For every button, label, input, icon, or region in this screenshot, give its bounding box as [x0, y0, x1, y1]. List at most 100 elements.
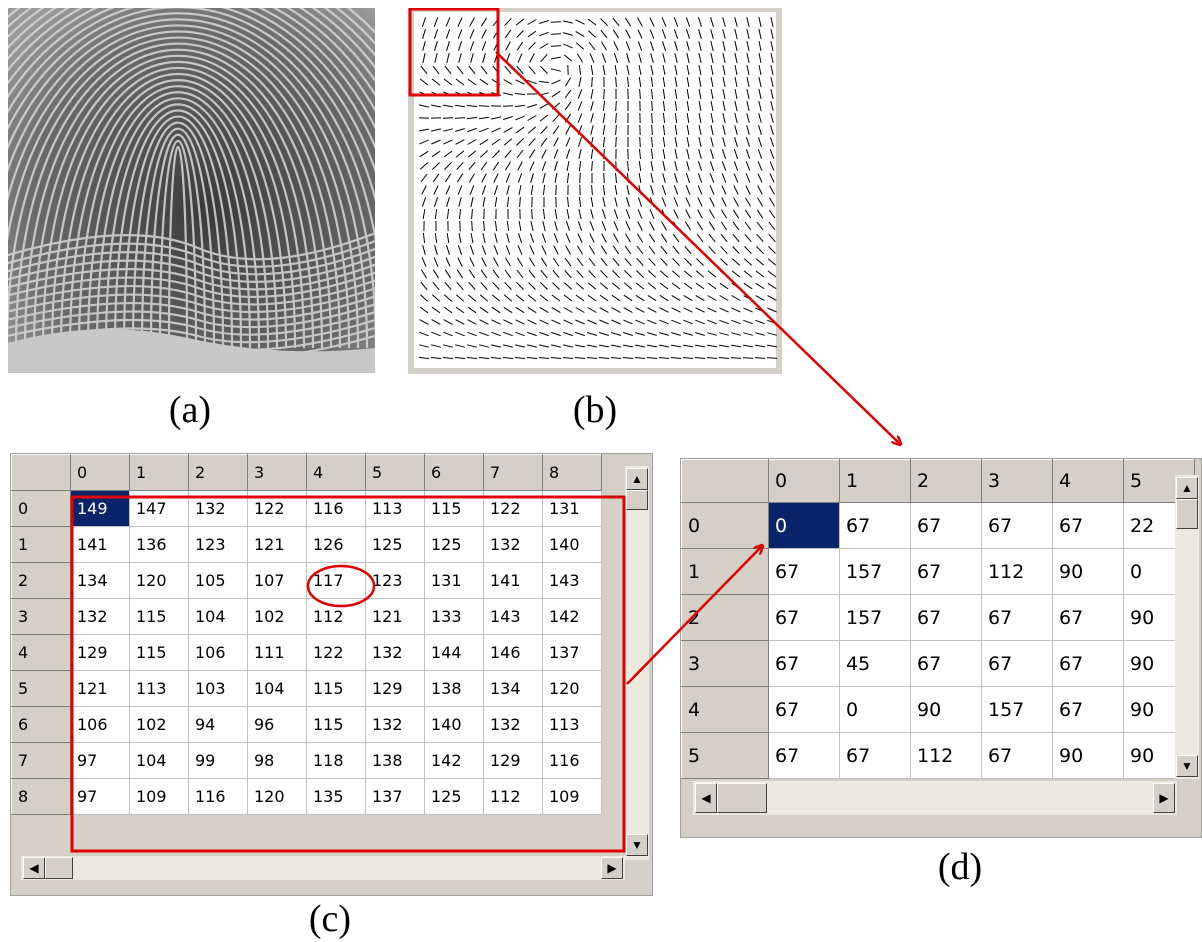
grid-cell[interactable]: 132: [483, 526, 543, 563]
grid-cell[interactable]: 67: [910, 594, 982, 641]
grid-cell[interactable]: 120: [247, 778, 307, 815]
grid-cell[interactable]: 144: [424, 634, 484, 671]
grid-cell[interactable]: 147: [129, 490, 189, 527]
row-header[interactable]: 4: [11, 634, 71, 671]
scroll-up-arrow-icon[interactable]: ▲: [1176, 477, 1198, 499]
grid-cell[interactable]: 141: [483, 562, 543, 599]
grid-cell[interactable]: 96: [247, 706, 307, 743]
grid-cell[interactable]: 121: [365, 598, 425, 635]
grid-cell[interactable]: 112: [306, 598, 366, 635]
grid-cell[interactable]: 97: [70, 778, 130, 815]
column-header[interactable]: 4: [1052, 459, 1124, 503]
grid-cell[interactable]: 113: [365, 490, 425, 527]
grid-cell[interactable]: 67: [981, 594, 1053, 641]
grid-cell[interactable]: 138: [424, 670, 484, 707]
grid-cell[interactable]: 113: [542, 706, 602, 743]
grid-cell[interactable]: 67: [1052, 502, 1124, 549]
grid-cell[interactable]: 115: [306, 670, 366, 707]
grid-cell[interactable]: 132: [188, 490, 248, 527]
grid-cell[interactable]: 67: [839, 732, 911, 779]
grid-cell[interactable]: 133: [424, 598, 484, 635]
grid-cell[interactable]: 134: [483, 670, 543, 707]
grid-cell[interactable]: 99: [188, 742, 248, 779]
row-header[interactable]: 6: [11, 706, 71, 743]
row-header[interactable]: 1: [11, 526, 71, 563]
grid-cell[interactable]: 67: [910, 502, 982, 549]
grid-cell[interactable]: 121: [70, 670, 130, 707]
column-header[interactable]: 1: [129, 454, 189, 491]
scroll-right-arrow-icon[interactable]: ▶: [601, 857, 623, 879]
grid-cell[interactable]: 90: [1052, 732, 1124, 779]
scrollbar-thumb[interactable]: [1176, 499, 1198, 529]
horizontal-scrollbar[interactable]: ◀ ▶: [693, 781, 1177, 815]
grid-cell[interactable]: 67: [981, 502, 1053, 549]
row-header[interactable]: 3: [11, 598, 71, 635]
grid-cell[interactable]: 107: [247, 562, 307, 599]
grid-cell[interactable]: 120: [129, 562, 189, 599]
grid-cell[interactable]: 67: [1052, 686, 1124, 733]
scroll-down-arrow-icon[interactable]: ▼: [626, 834, 648, 856]
grid-cell[interactable]: 118: [306, 742, 366, 779]
column-header[interactable]: 7: [483, 454, 543, 491]
grid-cell[interactable]: 116: [188, 778, 248, 815]
grid-cell[interactable]: 138: [365, 742, 425, 779]
column-header[interactable]: 0: [70, 454, 130, 491]
column-header[interactable]: 4: [306, 454, 366, 491]
row-header[interactable]: 3: [681, 640, 769, 687]
row-header[interactable]: 1: [681, 548, 769, 595]
grid-cell[interactable]: 149: [70, 490, 130, 527]
grid-cell[interactable]: 157: [839, 548, 911, 595]
grid-cell[interactable]: 140: [542, 526, 602, 563]
grid-cell[interactable]: 103: [188, 670, 248, 707]
column-header[interactable]: 6: [424, 454, 484, 491]
grid-cell[interactable]: 109: [129, 778, 189, 815]
grid-cell[interactable]: 67: [910, 548, 982, 595]
grid-cell[interactable]: 0: [839, 686, 911, 733]
grid-cell[interactable]: 67: [768, 732, 840, 779]
column-header[interactable]: 0: [768, 459, 840, 503]
grid-cell[interactable]: 146: [483, 634, 543, 671]
grid-cell[interactable]: 116: [306, 490, 366, 527]
grid-cell[interactable]: 123: [365, 562, 425, 599]
scroll-right-arrow-icon[interactable]: ▶: [1153, 783, 1175, 813]
grid-cell[interactable]: 67: [768, 548, 840, 595]
column-header[interactable]: 2: [910, 459, 982, 503]
grid-cell[interactable]: 122: [306, 634, 366, 671]
grid-cell[interactable]: 136: [129, 526, 189, 563]
column-header[interactable]: 3: [981, 459, 1053, 503]
column-header[interactable]: 8: [542, 454, 602, 491]
grid-cell[interactable]: 121: [247, 526, 307, 563]
column-header[interactable]: 5: [365, 454, 425, 491]
vertical-scrollbar[interactable]: ▲ ▼: [1175, 475, 1199, 779]
grid-cell[interactable]: 143: [483, 598, 543, 635]
grid-cell[interactable]: 141: [70, 526, 130, 563]
grid-cell[interactable]: 129: [365, 670, 425, 707]
scrollbar-thumb[interactable]: [45, 857, 73, 879]
grid-cell[interactable]: 98: [247, 742, 307, 779]
grid-cell[interactable]: 104: [129, 742, 189, 779]
grid-cell[interactable]: 132: [365, 706, 425, 743]
grid-cell[interactable]: 116: [542, 742, 602, 779]
column-header[interactable]: 3: [247, 454, 307, 491]
grid-cell[interactable]: 131: [542, 490, 602, 527]
grid-cell[interactable]: 134: [70, 562, 130, 599]
grid-cell[interactable]: 97: [70, 742, 130, 779]
grid-cell[interactable]: 123: [188, 526, 248, 563]
grid-cell[interactable]: 105: [188, 562, 248, 599]
grid-cell[interactable]: 115: [306, 706, 366, 743]
row-header[interactable]: 2: [681, 594, 769, 641]
grid-cell[interactable]: 131: [424, 562, 484, 599]
grid-cell[interactable]: 115: [129, 598, 189, 635]
scroll-up-arrow-icon[interactable]: ▲: [626, 468, 648, 490]
scrollbar-thumb[interactable]: [626, 490, 648, 510]
grid-cell[interactable]: 129: [70, 634, 130, 671]
grid-cell[interactable]: 142: [542, 598, 602, 635]
grid-cell[interactable]: 67: [768, 640, 840, 687]
row-header[interactable]: 0: [11, 490, 71, 527]
grid-cell[interactable]: 67: [981, 640, 1053, 687]
grid-cell[interactable]: 132: [70, 598, 130, 635]
horizontal-scrollbar[interactable]: ◀ ▶: [21, 856, 625, 880]
grid-cell[interactable]: 112: [981, 548, 1053, 595]
grid-cell[interactable]: 67: [1052, 594, 1124, 641]
grid-cell[interactable]: 142: [424, 742, 484, 779]
